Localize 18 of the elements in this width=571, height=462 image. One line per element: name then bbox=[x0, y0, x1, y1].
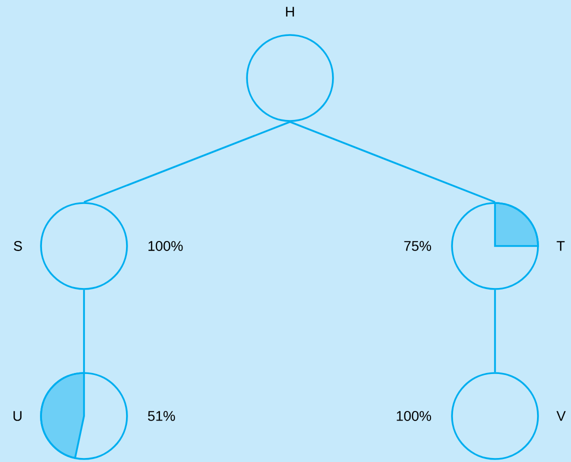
node-letter: V bbox=[556, 411, 566, 421]
percent-label: 100% bbox=[148, 241, 183, 251]
circle-node bbox=[14, 372, 175, 460]
percent-label: 100% bbox=[396, 411, 432, 421]
connector-line bbox=[83, 290, 85, 372]
percent-label: 75% bbox=[404, 241, 432, 251]
node-letter: T bbox=[556, 241, 565, 251]
node-letter: H bbox=[286, 6, 294, 17]
circle-node bbox=[396, 372, 566, 460]
circle-node bbox=[404, 202, 565, 290]
connector-line bbox=[290, 121, 496, 203]
percent-label: 51% bbox=[148, 411, 175, 421]
connector-line bbox=[84, 121, 290, 203]
circle-node bbox=[246, 6, 334, 122]
node-letter: S bbox=[14, 241, 22, 251]
node-letter: U bbox=[14, 411, 22, 421]
connector-line bbox=[494, 290, 496, 372]
circle-node bbox=[14, 202, 183, 290]
